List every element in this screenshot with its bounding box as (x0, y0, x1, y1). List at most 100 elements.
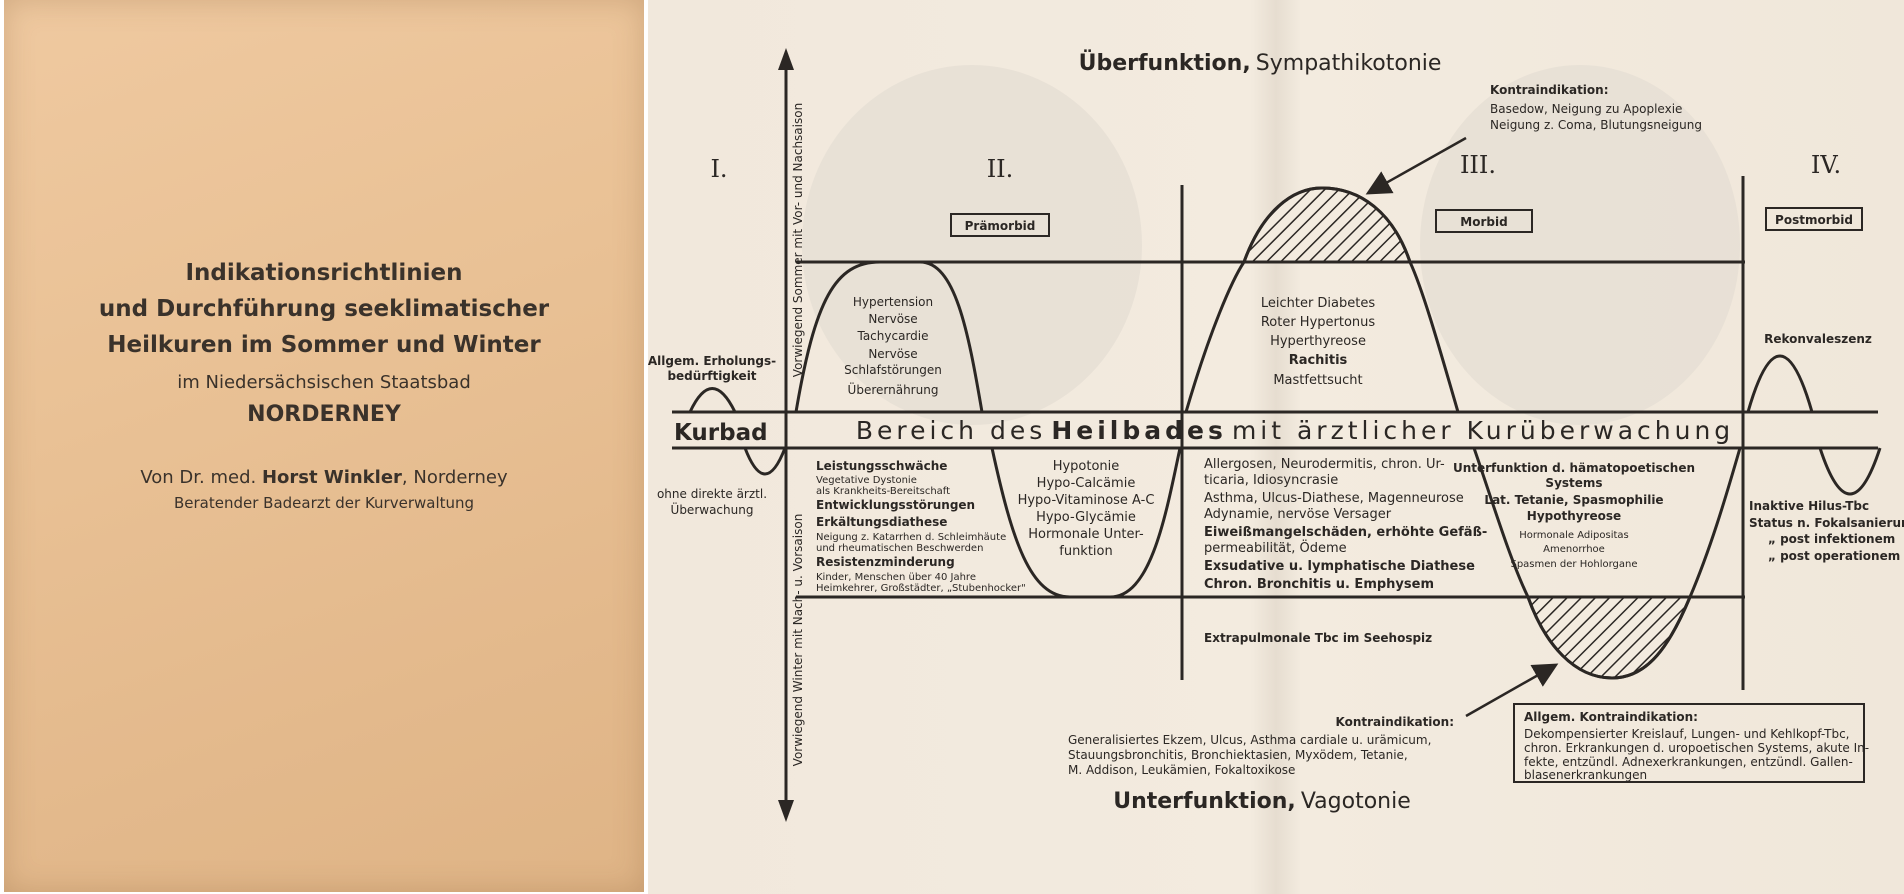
cover-author-suffix: , Norderney (401, 467, 508, 488)
wave-phase-4-down (1818, 447, 1882, 496)
kontra-bottom-line-3: M. Addison, Leukämien, Fokaltoxikose (1068, 763, 1295, 777)
phase-3-above-list: Leichter Diabetes Roter Hypertonus Hyper… (1261, 296, 1376, 388)
cover-title-line-2: und Durchführung seeklimatischer (98, 296, 550, 322)
axis-arrow-down (778, 800, 794, 822)
kontra-bottom-arrow (1465, 663, 1559, 718)
heading-top: Überfunktion, Sympathikotonie (1079, 50, 1442, 76)
phase-2-below-left-item: Erkältungsdiathese (816, 515, 947, 529)
kontra-top-line-1: Basedow, Neigung zu Apoplexie (1490, 102, 1682, 116)
phase-3-right-item: Unterfunktion d. hämatopoetischen (1453, 461, 1695, 475)
phase-3-above-item: Mastfettsucht (1273, 373, 1362, 388)
phase-3-below-item: Exsudative u. lymphatische Diathese (1204, 559, 1475, 574)
phase-4-below-item: Inaktive Hilus-Tbc (1749, 499, 1869, 513)
phase-3-right-item: Hormonale Adipositas (1519, 530, 1629, 541)
phase-2-below-right-item: funktion (1059, 544, 1113, 559)
heading-bottom: Unterfunktion, Vagotonie (1113, 789, 1411, 814)
phase-4-below-item: „ post infektionem (1768, 532, 1895, 546)
phase-2-below-left-list: Leistungsschwäche Vegetative Dystonie al… (816, 459, 1026, 594)
phase-2-below-left-item: Resistenzminderung (816, 555, 955, 569)
kontra-top-line-2: Neigung z. Coma, Blutungsneigung (1490, 118, 1702, 132)
phase-3-below-item: Allergosen, Neurodermitis, chron. Ur- (1204, 457, 1445, 472)
phase-3-below-item: Adynamie, nervöse Versager (1204, 507, 1392, 522)
box-praemorbid (950, 213, 1050, 237)
kontra-bottom-line-1: Generalisiertes Ekzem, Ulcus, Asthma car… (1068, 733, 1431, 747)
allgem-kontra-line-2: chron. Erkrankungen d. uropoetischen Sys… (1524, 741, 1869, 755)
wave-phase-3-down (1472, 447, 1742, 680)
box-postmorbid (1765, 207, 1863, 231)
cover-author-role: Beratender Badearzt der Kurverwaltung (173, 494, 475, 512)
cover-author-name: Horst Winkler (261, 467, 402, 488)
phase-2-below-left-item: Entwicklungsstörungen (816, 498, 975, 512)
phase-3-right-list: Unterfunktion d. hämatopoetischen System… (1453, 461, 1695, 570)
phase-2-below-left-item: als Krankheits-Bereitschaft (816, 486, 950, 497)
phase-1-below-line-1: ohne direkte ärztl. (657, 487, 767, 501)
phase-2-above-item: Hypertension (853, 295, 933, 309)
phase-3-right-item: Amenorrhoe (1543, 544, 1605, 555)
phase-3-above-item: Roter Hypertonus (1261, 315, 1376, 330)
phase-3-above-item: Hyperthyreose (1270, 334, 1366, 349)
phase-3-below-item: Eiweißmangelschäden, erhöhte Gefäß- (1204, 525, 1487, 540)
phase-numeral-3: III. (1460, 151, 1496, 179)
phase-3-below-item: Asthma, Ulcus-Diathese, Magenneurose (1204, 491, 1464, 506)
phase-2-above-list: Hypertension Nervöse Tachycardie Nervöse… (844, 295, 942, 397)
phase-3-right-item: Lat. Tetanie, Spasmophilie (1484, 493, 1663, 507)
wave-phase-2-up (794, 260, 984, 413)
background-oval-right (1420, 65, 1740, 425)
band-kurbad-label: Kurbad (674, 420, 768, 446)
phase-2-below-left-item: und rheumatischen Beschwerden (816, 543, 983, 554)
phase-1-above-line-1: Allgem. Erholungs- (648, 354, 776, 368)
phase-2-below-right-item: Hormonale Unter- (1028, 527, 1144, 542)
phase-3-right-item: Hypothyreose (1527, 509, 1621, 523)
phase-2-below-left-item: Vegetative Dystonie (816, 475, 917, 486)
phase-2-above-item: Tachycardie (856, 329, 928, 343)
phase-3-right-item: Systems (1545, 476, 1602, 490)
allgem-kontra-line-1: Dekompensierter Kreislauf, Lungen- und K… (1524, 727, 1849, 741)
phase-2-above-item: Nervöse (868, 312, 917, 326)
axis-label-bottom: Vorwiegend Winter mit Nach- u. Vorsaison (791, 514, 805, 767)
wave-phase-1-down (743, 447, 787, 476)
band-label: Bereich des Heilbades mit ärztlicher Kur… (856, 416, 1734, 445)
hatched-cap-top (1241, 186, 1413, 264)
phase-4-below-item: Status n. Fokalsanierung (1749, 516, 1904, 530)
phase-2-below-left-item: Heimkehrer, Großstädter, „Stubenhocker" (816, 583, 1026, 594)
phase-2-below-right-item: Hypo-Glycämie (1036, 510, 1136, 525)
phase-4-below-list: Inaktive Hilus-Tbc Status n. Fokalsanier… (1749, 499, 1904, 563)
phase-2-below-right-item: Hypo-Vitaminose A-C (1018, 493, 1155, 508)
box-morbid-label: Morbid (1460, 215, 1507, 229)
box-postmorbid-label: Postmorbid (1775, 213, 1853, 227)
cover-place: NORDERNEY (247, 402, 401, 427)
phase-3-right-item: Spasmen der Hohlorgane (1510, 559, 1637, 570)
phase-numeral-2: II. (987, 155, 1014, 183)
phase-numeral-4: IV. (1811, 151, 1841, 179)
wave-phase-1-up (688, 387, 737, 413)
phase-3-above-item: Leichter Diabetes (1261, 296, 1376, 311)
background-oval-left (802, 65, 1142, 425)
phase-1-above-line-2: bedürftigkeit (667, 369, 756, 383)
cover-author-prefix: Von Dr. med. (140, 467, 257, 488)
cover-title-line-1: Indikationsrichtlinien (185, 260, 463, 286)
box-morbid (1435, 209, 1533, 233)
axis-label-top: Vorwiegend Sommer mit Vor- und Nachsaiso… (791, 103, 805, 377)
wave-phase-2-down (990, 447, 1182, 599)
axis-arrow-up (778, 48, 794, 70)
allgem-kontra-title: Allgem. Kontraindikation: (1524, 710, 1698, 724)
phase-2-below-left-item: Kinder, Menschen über 40 Jahre (816, 572, 976, 583)
phase-numeral-1: I. (710, 155, 727, 183)
phase-2-above-item: Schlafstörungen (844, 363, 942, 377)
kontra-bottom-line-2: Stauungsbronchitis, Bronchiektasien, Myx… (1068, 748, 1408, 762)
phase-2-below-left-item: Neigung z. Katarrhen d. Schleimhäute (816, 532, 1006, 543)
wave-phase-3-up (1184, 186, 1460, 413)
phase-3-extra: Extrapulmonale Tbc im Seehospiz (1204, 631, 1432, 645)
phase-4-above: Rekonvaleszenz (1764, 332, 1872, 346)
allgem-kontra-line-4: blasenerkrankungen (1524, 768, 1647, 782)
cover-author: Von Dr. med. Horst Winkler, Norderney (4, 467, 644, 488)
phase-3-below-list: Allergosen, Neurodermitis, chron. Ur- ti… (1204, 457, 1487, 592)
phase-2-above-item: Überernährung (848, 381, 939, 397)
phase-3-above-item: Rachitis (1289, 353, 1348, 368)
wave-phase-4-up (1746, 354, 1814, 413)
phase-2-below-right-item: Hypo-Calcämie (1037, 476, 1136, 491)
box-praemorbid-label: Prämorbid (965, 219, 1036, 233)
phase-3-below-item: permeabilität, Ödeme (1204, 539, 1347, 556)
phase-4-below-item: „ post operationem (1768, 549, 1900, 563)
